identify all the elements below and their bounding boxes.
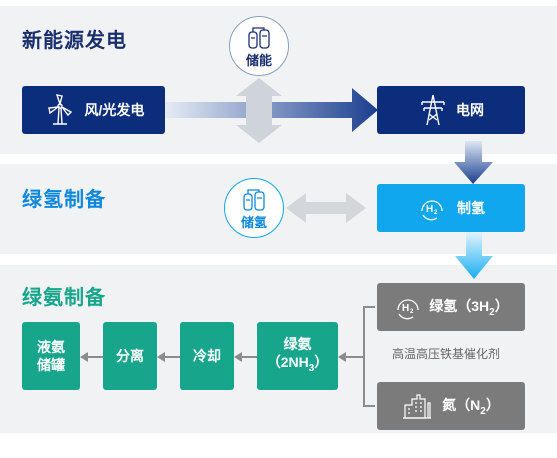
- nitrogen-box: 氮（N2）: [377, 382, 525, 430]
- power-tower-icon: [421, 94, 445, 126]
- ammonia-storage-line2: 储罐: [37, 357, 65, 373]
- factory-icon: [403, 394, 432, 419]
- green-nh3-box: 绿氨 （2NH3）: [257, 322, 338, 390]
- hydrogen-section-title: 绿氢制备: [22, 189, 106, 211]
- ammonia-storage-box: 液氨 储罐: [22, 322, 80, 390]
- arrow-storage-bidirectional: [236, 78, 282, 143]
- electrolysis-label: 制氢: [457, 200, 485, 216]
- power-section-title: 新能源发电: [22, 30, 127, 52]
- cooling-label: 冷却: [193, 348, 221, 364]
- green-nh3-line2: （2NH3）: [266, 353, 329, 374]
- storage-node: 储能: [229, 16, 289, 76]
- ammonia-storage-line1: 液氨: [37, 339, 65, 355]
- storage-tank-icon: [248, 26, 270, 49]
- separation-label: 分离: [116, 348, 144, 364]
- svg-text:2: 2: [434, 210, 438, 216]
- svg-text:H: H: [426, 204, 433, 215]
- h2-molecule-icon: H 2: [397, 299, 419, 320]
- green-nh3-line1: 绿氨: [283, 335, 312, 352]
- arrow-grid-to-electrolysis: [454, 141, 493, 184]
- separation-box: 分离: [103, 322, 157, 390]
- arrow-electrolysis-to-green-h2: [455, 232, 493, 279]
- grid-box: 电网: [377, 86, 525, 134]
- electrolysis-box: H 2 制氢: [377, 184, 525, 232]
- svg-text:H: H: [402, 303, 409, 314]
- wind-solar-label: 风/光发电: [84, 102, 145, 118]
- h2-storage-label: 储氢: [240, 214, 267, 230]
- cooling-box: 冷却: [180, 322, 234, 390]
- wind-solar-box: 风/光发电: [22, 86, 165, 134]
- storage-label: 储能: [245, 52, 272, 68]
- nitrogen-label: 氮（N2）: [442, 397, 500, 417]
- storage-tank-icon: [243, 188, 265, 211]
- arrow-h2-storage-bidirectional: [286, 193, 366, 223]
- h2-storage-node: 储氢: [224, 178, 284, 238]
- svg-text:2: 2: [410, 309, 414, 315]
- green-h2-box: H 2 绿氢（3H2）: [377, 283, 525, 331]
- h2-molecule-icon: H 2: [421, 200, 443, 221]
- catalyst-note: 高温高压铁基催化剂: [392, 347, 501, 361]
- ammonia-section-title: 绿氨制备: [22, 287, 106, 309]
- connector-bracket: [363, 306, 375, 407]
- green-h2-label: 绿氢（3H2）: [429, 298, 509, 318]
- grid-label: 电网: [456, 102, 484, 118]
- wind-turbine-icon: [47, 94, 72, 125]
